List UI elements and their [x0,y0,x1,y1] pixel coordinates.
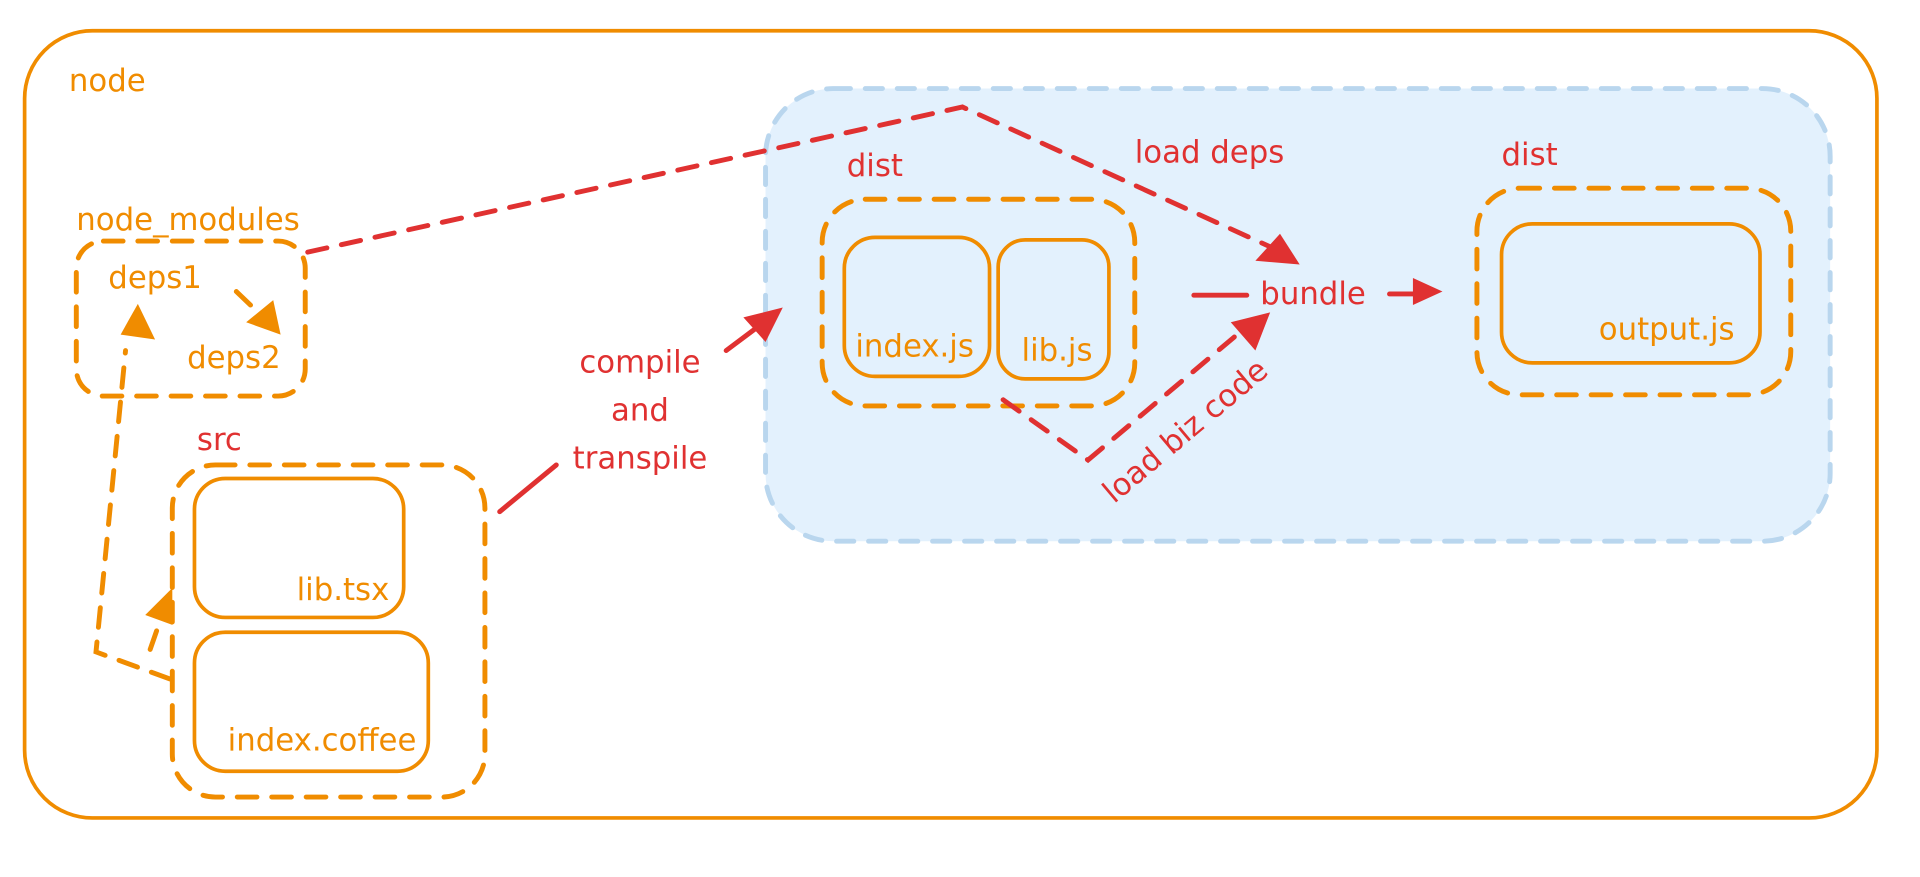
arrowhead-deps1 [120,303,156,340]
arrowhead-deps2 [246,300,281,335]
edge-compile-tail [497,462,559,515]
src-group[interactable] [169,462,488,800]
node-container [22,28,1879,820]
dist-compiled-label: dist [847,148,903,184]
dist-output-group[interactable] [1474,185,1794,398]
output-js-label: output.js [1599,311,1735,347]
build-region [763,86,1833,544]
dist-output-label: dist [1502,137,1558,173]
arrowhead-load-biz [1230,312,1271,351]
node-modules-group[interactable] [73,238,308,399]
arrowhead-load-deps [1255,233,1300,265]
dist-compiled-group[interactable] [819,196,1138,409]
load-deps-label: load deps [1135,134,1285,170]
lib-tsx-file[interactable] [192,476,406,620]
arrowhead-dist [743,307,783,342]
edge-deps1-deps2 [233,289,266,320]
edge-load-deps [305,104,1277,255]
compile-label-line3: transpile [573,441,708,477]
index-coffee-label: index.coffee [228,722,417,758]
node-modules-label: node_modules [76,202,299,238]
edge-src-deps1 [93,348,173,682]
edge-index-lib [147,618,163,652]
node-label: node [69,63,146,99]
compile-label-line2: and [611,393,669,429]
index-js-file[interactable] [842,235,992,379]
src-label: src [197,422,242,458]
lib-js-label: lib.js [1022,332,1093,368]
deps2-label[interactable]: deps2 [187,340,281,376]
arrowhead-output [1412,277,1443,306]
index-coffee-file[interactable] [192,630,431,774]
lib-js-file[interactable] [996,238,1111,381]
arrowhead-lib-tsx [145,587,173,625]
edge-load-biz [1000,327,1246,464]
output-js-file[interactable] [1499,222,1762,365]
bundle-label[interactable]: bundle [1260,276,1366,312]
lib-tsx-label: lib.tsx [297,572,390,608]
deps1-label[interactable]: deps1 [108,260,202,296]
compile-label-line1: compile [579,345,700,381]
index-js-label: index.js [855,329,974,365]
